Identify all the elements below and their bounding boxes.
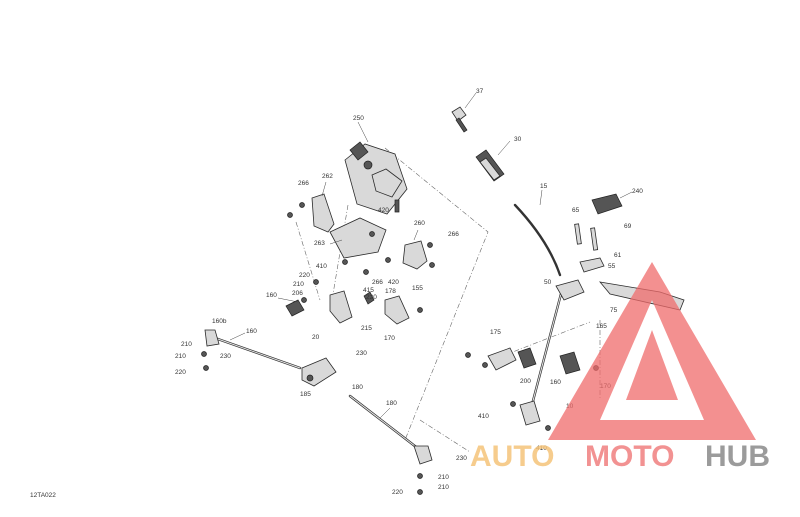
diagram-reference-code: 12TA022 (30, 492, 56, 499)
part-label: 180 (352, 384, 363, 391)
part-label: 266 (448, 231, 459, 238)
part-label: 420 (388, 279, 399, 286)
part-label: 61 (614, 252, 622, 259)
part-label: 69 (624, 223, 632, 230)
part-label: 420 (378, 207, 389, 214)
tie-rod-left (201, 329, 302, 371)
pitman-bracket (402, 229, 435, 270)
part-label: 178 (385, 288, 396, 295)
column-lower-support (465, 347, 599, 431)
part-label: 160 (550, 379, 561, 386)
part-label: 206 (292, 290, 303, 297)
part-label: 20 (312, 334, 320, 341)
part-label: 185 (300, 391, 311, 398)
part-label: 215 (361, 325, 372, 332)
watermark-moto: MOTO (585, 440, 674, 473)
part-label: 160b (212, 318, 227, 325)
mounting-bracket (287, 181, 387, 259)
part-label: 410 (316, 263, 327, 270)
part-label: 15 (540, 183, 548, 190)
part-label: 220 (299, 272, 310, 279)
watermark-text: AUTO MOTO HUB (470, 440, 770, 473)
part-label: 75 (610, 307, 618, 314)
part-label: 266 (372, 279, 383, 286)
part-label: 210 (438, 484, 449, 491)
part-label: 415 (363, 287, 374, 294)
part-label: 175 (490, 329, 501, 336)
part-label: 155 (412, 285, 423, 292)
grip-end-cap (451, 92, 477, 133)
watermark-auto: AUTO (470, 440, 554, 473)
power-steering-unit (344, 121, 408, 215)
part-label: 210 (438, 474, 449, 481)
part-label: 170 (384, 335, 395, 342)
part-label: 50 (544, 279, 552, 286)
part-label: 200 (520, 378, 531, 385)
part-label: 165 (596, 323, 607, 330)
part-label: 220 (366, 294, 377, 301)
part-label: 266 (298, 180, 309, 187)
part-label: 210 (181, 341, 192, 348)
part-label: 250 (353, 115, 364, 122)
part-label: 262 (322, 173, 333, 180)
part-label: 230 (356, 350, 367, 357)
watermark-logo (548, 262, 756, 440)
part-label: 160 (246, 328, 257, 335)
part-label: 410 (478, 413, 489, 420)
part-label: 180 (386, 400, 397, 407)
center-steering-arm (277, 257, 423, 325)
part-label: 55 (608, 263, 616, 270)
part-label: 210 (293, 281, 304, 288)
tie-rod-right (348, 394, 433, 495)
part-label: 260 (414, 220, 425, 227)
watermark-triangle-icon (548, 262, 756, 440)
part-label: 230 (456, 455, 467, 462)
center-link (301, 357, 337, 387)
part-label: 30 (514, 136, 522, 143)
part-label: 65 (572, 207, 580, 214)
part-label: 160 (266, 292, 277, 299)
part-label: 220 (175, 369, 186, 376)
steering-column (513, 189, 585, 426)
part-label: 230 (220, 353, 231, 360)
part-label: 37 (476, 88, 484, 95)
part-label: 210 (175, 353, 186, 360)
part-label: 240 (632, 188, 643, 195)
part-label: 263 (314, 240, 325, 247)
part-label: 220 (392, 489, 403, 496)
grip-sleeve (475, 140, 511, 182)
part-label: 410 (536, 445, 547, 452)
watermark-hub: HUB (705, 440, 770, 473)
